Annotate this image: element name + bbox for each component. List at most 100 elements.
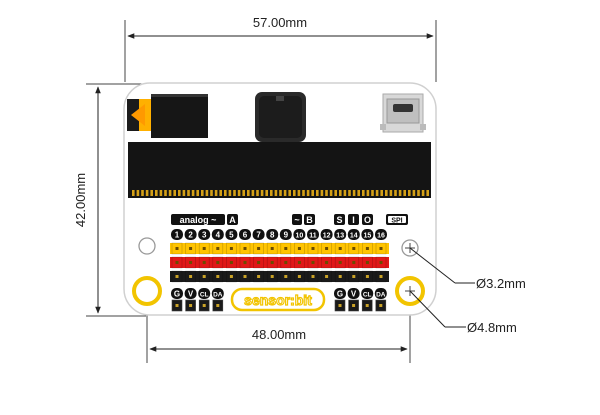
width-label: 57.00mm — [253, 15, 307, 30]
pin-number-4: 4 — [211, 229, 224, 240]
edge-pin — [375, 190, 379, 196]
pin-hole — [365, 275, 369, 278]
pin-hole — [189, 261, 193, 264]
pin-hole — [189, 275, 193, 278]
pin-row-gnd — [170, 270, 389, 283]
pin-hole — [189, 304, 193, 307]
logo-text: sensor:bit — [244, 292, 312, 308]
svg-text:11: 11 — [309, 233, 317, 240]
edge-pin — [228, 190, 232, 196]
edge-pin — [237, 190, 241, 196]
pin-hole — [365, 304, 369, 307]
edge-pin — [320, 190, 324, 196]
edge-pin — [191, 190, 195, 196]
pin-hole — [284, 261, 288, 264]
edge-pin — [214, 190, 218, 196]
width-dimension: 57.00mm — [124, 15, 437, 82]
edge-pin — [343, 190, 347, 196]
edge-pin — [421, 190, 425, 196]
i2c-label-da: DA — [374, 288, 387, 299]
analog-badge: A — [229, 215, 236, 225]
edge-pin — [352, 190, 356, 196]
pin-hole — [202, 275, 206, 278]
edge-pin — [201, 190, 204, 196]
edge-pin — [348, 190, 351, 196]
pin-number-14: 14 — [347, 229, 360, 240]
pin-hole — [216, 261, 220, 264]
pin-hole — [257, 247, 261, 250]
pin-hole — [270, 261, 274, 264]
edge-pin — [256, 190, 259, 196]
edge-pin — [164, 190, 167, 196]
pin-number-13: 13 — [334, 229, 347, 240]
pin-hole — [229, 275, 233, 278]
pin-hole — [365, 261, 369, 264]
edge-pin — [426, 190, 429, 196]
pin-hole — [297, 275, 301, 278]
edge-pin — [306, 190, 310, 196]
svg-text:4: 4 — [216, 231, 221, 240]
svg-text:9: 9 — [284, 231, 289, 240]
spi-label: SPI — [391, 218, 402, 225]
pin-hole — [202, 261, 206, 264]
pin-headers — [170, 242, 389, 283]
pin-hole — [202, 304, 206, 307]
pin-hole — [325, 275, 329, 278]
svg-text:8: 8 — [270, 231, 275, 240]
pin-number-8: 8 — [266, 229, 279, 240]
pin-hole — [189, 247, 193, 250]
pin-hole — [243, 261, 247, 264]
i2c-label-cl: CL — [198, 288, 211, 299]
small-hole-callout: Ø3.2mm — [409, 247, 526, 291]
svg-text:DA: DA — [213, 292, 223, 299]
i2c-label-g: G — [334, 288, 346, 299]
edge-pin — [173, 190, 176, 196]
edge-pin — [219, 190, 222, 196]
edge-pin — [224, 190, 227, 196]
pin-hole — [216, 275, 220, 278]
hole-spacing-dimension: 48.00mm — [146, 305, 411, 363]
pin-hole — [297, 247, 301, 250]
pin-hole — [325, 261, 329, 264]
pin-hole — [257, 261, 261, 264]
svg-text:1: 1 — [175, 231, 180, 240]
pin-number-7: 7 — [252, 229, 265, 240]
pin-hole — [338, 304, 342, 307]
svg-text:7: 7 — [256, 231, 261, 240]
edge-pin — [265, 190, 268, 196]
pin-hole — [338, 261, 342, 264]
edge-pin — [339, 190, 342, 196]
pin-number-1: 1 — [171, 229, 183, 240]
pin-hole — [352, 275, 356, 278]
pin-hole — [297, 261, 301, 264]
edge-pin — [210, 190, 213, 196]
edge-pin — [168, 190, 172, 196]
edge-pin — [288, 190, 291, 196]
pin-row-vcc — [170, 256, 389, 269]
audio-jack — [127, 94, 208, 138]
pin-hole — [352, 304, 356, 307]
edge-pin — [417, 190, 420, 196]
pin-hole — [311, 275, 315, 278]
pin-number-3: 3 — [198, 229, 211, 240]
pin-hole — [202, 247, 206, 250]
edge-pin — [270, 190, 273, 196]
edge-pin — [371, 190, 374, 196]
sensor-bit-logo: sensor:bit — [230, 287, 326, 312]
svg-text:2: 2 — [188, 231, 193, 240]
edge-pin — [155, 190, 158, 196]
pwm-label: ~ — [294, 215, 299, 225]
i2c-label-v: V — [347, 288, 360, 299]
pin-hole — [338, 247, 342, 250]
edge-pin — [385, 190, 388, 196]
pin-number-12: 12 — [320, 229, 333, 240]
pin-hole — [270, 275, 274, 278]
i2c-label-da: DA — [211, 288, 224, 299]
edge-pin — [293, 190, 296, 196]
svg-text:13: 13 — [336, 233, 344, 240]
pin-number-15: 15 — [361, 229, 374, 240]
micro-usb-port — [380, 93, 426, 133]
